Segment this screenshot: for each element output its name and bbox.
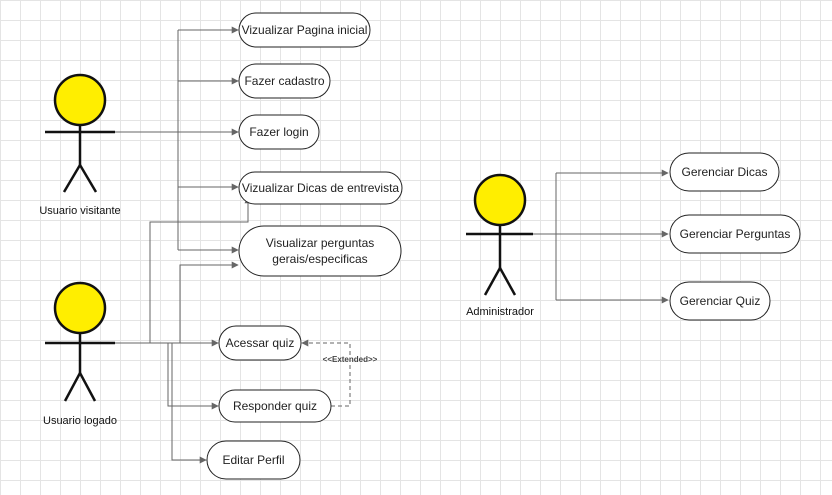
usecase-fazer-login[interactable]: Fazer login (238, 114, 320, 150)
usecase-label: Editar Perfil (222, 453, 284, 467)
usecase-visualizar-pagina-inicial[interactable]: Vizualizar Pagina inicial (238, 12, 371, 48)
usecase-gerenciar-quiz[interactable]: Gerenciar Quiz (669, 281, 771, 321)
usecase-label: Fazer cadastro (244, 74, 324, 88)
usecase-label: Acessar quiz (226, 336, 295, 350)
arrow-logged-to-dicas (149, 196, 252, 343)
arrow-to-editar-perfil (171, 343, 207, 464)
usecase-label: Gerenciar Dicas (681, 165, 767, 179)
extended-connector (301, 339, 351, 407)
usecase-responder-quiz[interactable]: Responder quiz (218, 389, 332, 423)
usecase-label: Fazer login (249, 125, 308, 139)
actor-administrador[interactable]: Administrador (466, 173, 534, 318)
usecase-label: Vizualizar Dicas de entrevista (242, 181, 400, 195)
usecase-gerenciar-dicas[interactable]: Gerenciar Dicas (669, 152, 780, 192)
usecase-label: Gerenciar Perguntas (680, 227, 791, 241)
extended-label: <<Extended>> (323, 355, 378, 364)
usecase-label: Responder quiz (233, 399, 317, 413)
connectors (115, 26, 669, 464)
actor-head (53, 281, 107, 335)
usecase-visualizar-dicas-entrevista[interactable]: Vizualizar Dicas de entrevista (238, 171, 403, 205)
usecase-fazer-cadastro[interactable]: Fazer cadastro (238, 63, 331, 99)
actor-label: Administrador (466, 306, 534, 318)
arrow-to-responder-quiz (167, 343, 219, 410)
usecase-visualizar-perguntas[interactable]: Visualizar perguntas gerais/especificas (238, 225, 402, 277)
actor-label: Usuario visitante (39, 205, 120, 217)
usecase-label-line-1: Visualizar perguntas (266, 236, 375, 250)
actor-head (53, 73, 107, 127)
usecase-gerenciar-perguntas[interactable]: Gerenciar Perguntas (669, 214, 801, 254)
usecase-label: Vizualizar Pagina inicial (242, 23, 368, 37)
actor-usuario-logado[interactable]: Usuario logado (43, 281, 117, 427)
usecase-label-line-2: gerais/especificas (272, 252, 367, 266)
actor-usuario-visitante[interactable]: Usuario visitante (39, 73, 121, 217)
usecase-acessar-quiz[interactable]: Acessar quiz (218, 325, 302, 361)
usecase-editar-perfil[interactable]: Editar Perfil (206, 440, 301, 480)
actor-head (473, 173, 527, 227)
arrow-logged-to-perguntas (179, 261, 239, 343)
usecase-label: Gerenciar Quiz (680, 294, 761, 308)
actor-label: Usuario logado (43, 415, 117, 427)
